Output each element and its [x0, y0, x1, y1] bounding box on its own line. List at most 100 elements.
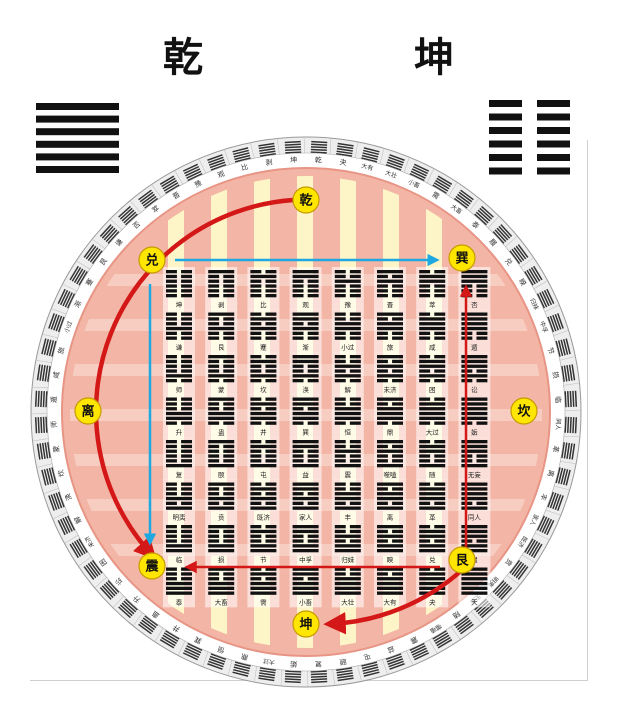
grid-cell-label: 噬嗑	[384, 470, 398, 479]
ring-label-band-outline	[46, 152, 566, 672]
badge-gen: 艮	[448, 546, 476, 574]
grid-cell: 咸	[416, 309, 449, 353]
grid-cell-label: 困	[429, 386, 436, 394]
grid-hexagram	[377, 397, 403, 425]
grid-hexagram	[292, 440, 319, 468]
ring-label: 损	[551, 371, 561, 379]
grid-cell-label: 旅	[387, 342, 394, 351]
grid-cell-label: 屯	[260, 470, 267, 479]
grid-cell: 震	[331, 437, 364, 480]
grid-hexagram	[250, 355, 277, 383]
grid-hexagram	[208, 355, 235, 383]
grid-hexagram	[334, 312, 361, 340]
grid-cell-label: 蒙	[218, 385, 225, 394]
grid-hexagram	[250, 525, 277, 553]
grid-hexagram	[292, 525, 319, 553]
grid-cell: 贲	[205, 479, 238, 523]
ring-label: 豫	[193, 178, 203, 189]
ring-label: 晋	[171, 191, 181, 201]
grid-cell-label: 剥	[218, 300, 225, 309]
grid-cell: 渐	[289, 309, 322, 353]
badge-qian: 乾	[292, 186, 320, 214]
ring-label: 坤	[290, 155, 297, 164]
grid-cell-label: 需	[260, 598, 267, 606]
grid-cell: 比	[247, 267, 280, 310]
grid-hexagram	[166, 525, 192, 553]
grid-cell: 谦	[163, 309, 195, 353]
ring-label: 师	[49, 421, 58, 428]
ring-hexagram	[310, 138, 332, 157]
grid-cell-label: 井	[260, 427, 267, 436]
grid-hexagram	[208, 567, 235, 595]
grid-cell: 坎	[247, 352, 280, 395]
grid-hexagram	[292, 482, 319, 510]
ring-label: 萃	[150, 203, 161, 214]
ring-label: 节	[546, 346, 555, 355]
grid-cell: 讼	[458, 352, 491, 395]
grid-hexagram	[208, 312, 235, 340]
grid-cell: 丰	[331, 479, 364, 523]
grid-cell-label: 豫	[345, 300, 352, 309]
ring-label: 中孚	[538, 320, 550, 334]
ring-label: 乾	[315, 155, 322, 164]
grid-hexagram	[166, 397, 192, 425]
grid-hexagram	[166, 270, 192, 298]
badge-kan-label: 坎	[517, 404, 530, 420]
grid-hexagram	[292, 355, 319, 383]
badge-dui: 兑	[138, 246, 166, 274]
grid-cell-label: 益	[302, 470, 309, 479]
ring-hexagram	[521, 265, 548, 290]
badge-li: 离	[74, 397, 102, 425]
ring-label: 离	[546, 469, 556, 478]
grid-cell: 噬嗑	[374, 437, 406, 480]
red-arc-arrow-gen-to-kun	[323, 568, 464, 635]
grid-cell: 益	[289, 437, 322, 480]
grid-cell-label: 无妄	[468, 470, 482, 479]
ring-label: 夬	[339, 157, 347, 167]
grid-cell-label: 鼎	[387, 428, 394, 436]
grid-cell: 泰	[163, 564, 195, 608]
grid-cell-label: 师	[176, 385, 183, 394]
grid-cell: 复	[163, 437, 195, 480]
ring-label: 颐	[339, 657, 347, 666]
grid-cell: 蹇	[247, 309, 280, 353]
grid-cell-label: 中孚	[299, 555, 313, 564]
grid-cell: 中孚	[289, 522, 322, 565]
grid-hexagram	[208, 270, 235, 298]
grid-cell: 归妹	[331, 522, 364, 565]
ring-label: 大有	[361, 162, 375, 173]
grid-hexagram	[377, 525, 403, 553]
grid-hexagram	[292, 567, 319, 595]
ring-label: 大壮	[384, 168, 398, 180]
badge-xun: 巽	[448, 244, 476, 272]
grid-hexagram	[166, 482, 192, 510]
grid-cell-label: 小过	[341, 342, 355, 351]
grid-cell: 解	[331, 352, 364, 395]
grid-cell-label: 颐	[218, 471, 225, 479]
grid-cell-label: 坤	[176, 300, 183, 309]
badge-zhen: 震	[138, 552, 166, 580]
grid-cell-label: 否	[471, 301, 478, 309]
ring-label: 否	[131, 220, 142, 231]
grid-cell: 坤	[163, 267, 195, 310]
grid-hexagram	[208, 482, 235, 510]
grid-hexagram	[419, 525, 446, 553]
corner-hexagram-qian	[36, 103, 119, 173]
corner-hexagram-kun	[489, 100, 570, 175]
grid-cell: 革	[416, 479, 449, 523]
grid-cell: 涣	[289, 352, 322, 395]
grid-cell-label: 大壮	[341, 597, 355, 606]
grid-cell: 需	[247, 564, 280, 608]
grid-cell-label: 恒	[345, 427, 352, 436]
grid-cell: 随	[416, 437, 449, 480]
grid-cell: 困	[416, 352, 449, 395]
grid-cell: 恒	[331, 394, 364, 438]
grid-cell-label: 涣	[302, 385, 309, 394]
ring-label: 睽	[517, 277, 527, 287]
grid-cell-label: 坎	[260, 385, 267, 394]
grid-cell: 颐	[205, 437, 238, 480]
ring-label: 讼	[113, 576, 124, 587]
grid-hexagram	[250, 567, 277, 595]
grid-cell: 小过	[331, 309, 364, 353]
